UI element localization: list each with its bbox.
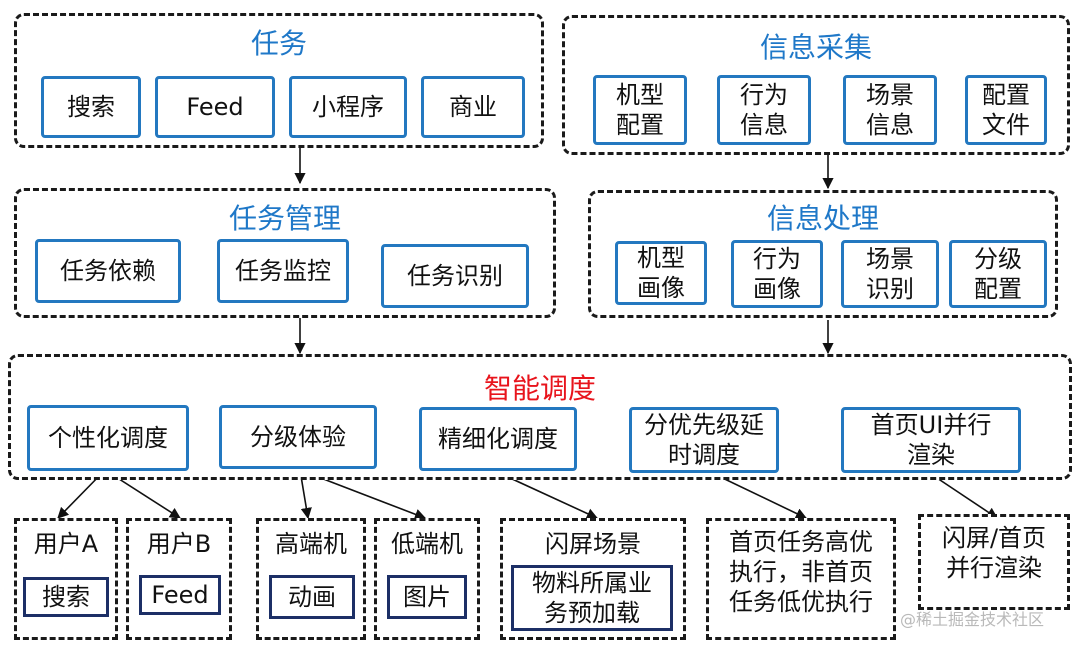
task-item-feed: Feed [155, 76, 275, 138]
high-end-inner: 动画 [269, 575, 355, 619]
low-end-group: 低端机 图片 [374, 518, 480, 640]
home-task-group: 首页任务高优 执行，非首页 任务低优执行 [706, 518, 896, 640]
info-collect-behavior-info: 行为 信息 [717, 75, 811, 145]
info-process-tier-config: 分级 配置 [949, 240, 1047, 308]
splash-home-label: 闪屏/首页 并行渲染 [941, 524, 1047, 582]
splash-group: 闪屏场景 物料所属业 务预加载 [500, 518, 686, 640]
info-process-group: 信息处理 机型 画像 行为 画像 场景 识别 分级 配置 [588, 190, 1058, 318]
task-mgmt-identify: 任务识别 [381, 244, 529, 308]
task-mgmt-monitor: 任务监控 [217, 239, 349, 303]
info-collect-config-file: 配置 文件 [965, 75, 1047, 145]
user-a-group: 用户A 搜索 [14, 518, 118, 640]
task-group-title: 任务 [250, 27, 307, 60]
info-process-title: 信息处理 [766, 202, 879, 235]
watermark: @稀土掘金技术社区 [900, 610, 1045, 629]
high-end-label: 高端机 [275, 530, 347, 558]
user-b-group: 用户B Feed [126, 518, 232, 640]
info-process-device-profile: 机型 画像 [615, 241, 707, 305]
home-task-label: 首页任务高优 执行，非首页 任务低优执行 [729, 528, 873, 616]
user-a-label: 用户A [33, 530, 99, 558]
smart-schedule-group: 智能调度 个性化调度 分级体验 精细化调度 分优先级延 时调度 首页UI并行 渲… [8, 354, 1072, 480]
schedule-home-render: 首页UI并行 渲染 [841, 407, 1021, 473]
schedule-priority-delay: 分优先级延 时调度 [629, 407, 779, 473]
task-mgmt-title: 任务管理 [228, 202, 341, 235]
info-collect-device-config: 机型 配置 [593, 75, 687, 145]
low-end-label: 低端机 [391, 530, 463, 558]
schedule-personalized: 个性化调度 [27, 405, 189, 471]
info-process-scene-identify: 场景 识别 [841, 240, 939, 308]
task-item-search: 搜索 [41, 76, 141, 138]
low-end-inner: 图片 [387, 575, 467, 619]
user-b-inner: Feed [139, 575, 221, 615]
task-group: 任务 搜索 Feed 小程序 商业 [14, 13, 544, 148]
splash-home-group: 闪屏/首页 并行渲染 [918, 514, 1070, 610]
smart-schedule-title: 智能调度 [483, 372, 596, 405]
splash-label: 闪屏场景 [545, 530, 641, 558]
splash-inner: 物料所属业 务预加载 [511, 565, 673, 631]
task-mgmt-dependency: 任务依赖 [35, 239, 181, 303]
info-collect-group: 信息采集 机型 配置 行为 信息 场景 信息 配置 文件 [562, 15, 1070, 155]
schedule-tiered-experience: 分级体验 [219, 405, 377, 469]
info-process-behavior-profile: 行为 画像 [731, 240, 823, 308]
user-b-label: 用户B [146, 530, 212, 558]
high-end-group: 高端机 动画 [256, 518, 366, 640]
info-collect-title: 信息采集 [759, 31, 872, 64]
info-collect-scene-info: 场景 信息 [843, 75, 937, 145]
task-item-miniprogram: 小程序 [289, 76, 407, 138]
task-item-commercial: 商业 [421, 76, 525, 138]
task-mgmt-group: 任务管理 任务依赖 任务监控 任务识别 [14, 188, 556, 318]
user-a-inner: 搜索 [23, 577, 109, 617]
schedule-fine-grained: 精细化调度 [419, 407, 577, 471]
